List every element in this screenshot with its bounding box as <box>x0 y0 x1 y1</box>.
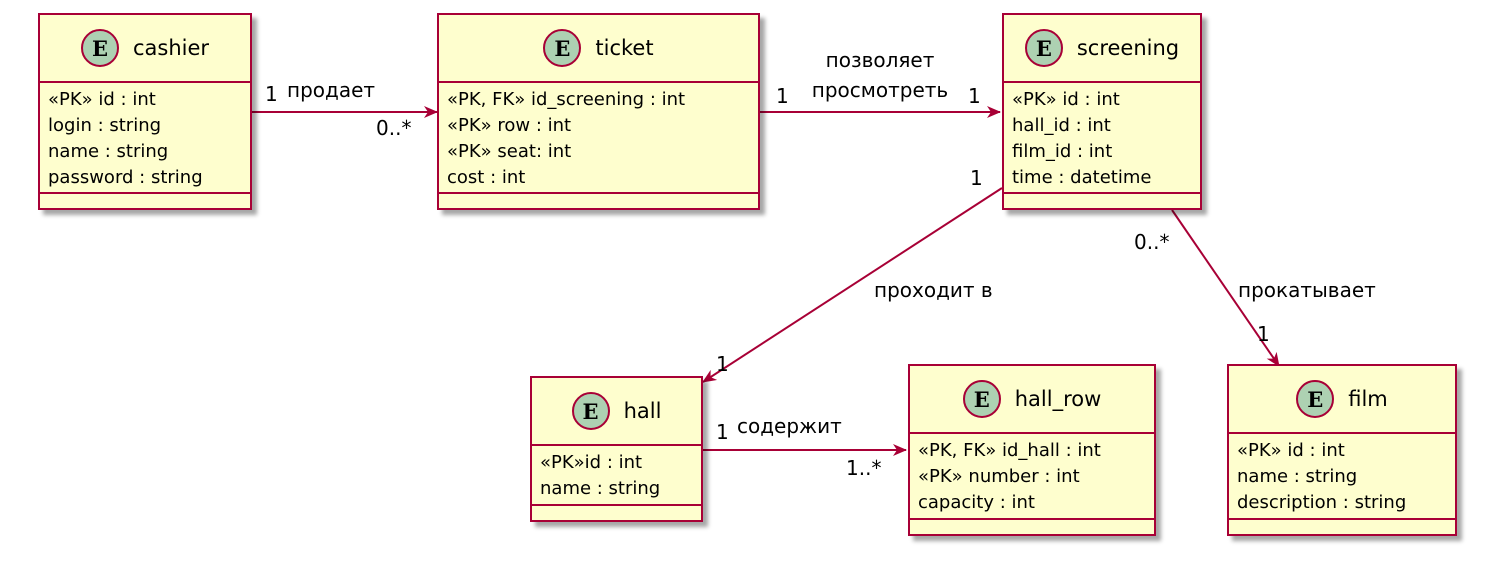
entity-field: «PK» id : int <box>1237 440 1345 461</box>
relation-multiplicity: 1 <box>716 352 729 376</box>
relation-label: просмотреть <box>811 78 949 102</box>
entity-header: E hall <box>532 378 701 446</box>
entity-hall-row[interactable]: E hall_row «PK, FK» id_hall : int «PK» n… <box>908 364 1156 536</box>
entity-field: «PK»id : int <box>540 452 643 473</box>
relation-label: 1 <box>265 82 278 106</box>
entity-header: E film <box>1229 366 1455 434</box>
entity-title: ticket <box>595 36 654 60</box>
relation-label: проходит в <box>874 278 993 302</box>
entity-screening[interactable]: E screening «PK» id : int hall_id : int … <box>1002 13 1202 210</box>
entity-fields: «PK» id : int login : string name : stri… <box>40 83 250 191</box>
entity-header: E screening <box>1004 15 1200 83</box>
entity-badge-icon: E <box>571 392 610 430</box>
relation-multiplicity: 0..* <box>376 116 412 140</box>
relation-multiplicity: 1 <box>970 166 983 190</box>
entity-header: E cashier <box>40 15 250 83</box>
entity-field: cost : int <box>447 167 526 188</box>
entity-badge-icon: E <box>962 380 1001 418</box>
entity-field: name : string <box>540 478 661 499</box>
relation-label: позволяет <box>825 48 935 72</box>
entity-badge-icon: E <box>80 29 119 67</box>
relation-multiplicity: 1..* <box>846 456 882 480</box>
entity-cashier[interactable]: E cashier «PK» id : int login : string n… <box>38 13 252 210</box>
entity-title: screening <box>1076 36 1180 60</box>
relation-multiplicity: 1 <box>776 84 789 108</box>
entity-film[interactable]: E film «PK» id : int name : string descr… <box>1227 364 1457 536</box>
entity-divider <box>1229 518 1455 520</box>
entity-title: hall <box>623 399 662 423</box>
entity-badge-icon: E <box>543 29 582 67</box>
entity-header: E hall_row <box>910 366 1154 434</box>
relation-multiplicity: 0..* <box>1134 230 1170 254</box>
entity-fields: «PK» id : int hall_id : int film_id : in… <box>1004 83 1200 191</box>
relation-label: содержит <box>737 414 842 438</box>
entity-field: hall_id : int <box>1012 115 1111 136</box>
entity-fields: «PK, FK» id_hall : int «PK» number : int… <box>910 434 1154 516</box>
entity-field: film_id : int <box>1012 141 1113 162</box>
entity-field: «PK, FK» id_screening : int <box>447 89 686 110</box>
entity-hall[interactable]: E hall «PK»id : int name : string <box>530 376 703 522</box>
entity-field: password : string <box>48 167 203 188</box>
screening-film-arrow <box>1171 209 1280 367</box>
entity-field: «PK» number : int <box>918 466 1080 487</box>
entity-field: name : string <box>1237 466 1358 487</box>
entity-field: «PK» row : int <box>447 115 572 136</box>
entity-divider <box>910 518 1154 520</box>
entity-fields: «PK, FK» id_screening : int «PK» row : i… <box>439 83 758 191</box>
entity-title: hall_row <box>1014 387 1102 411</box>
entity-title: cashier <box>132 36 210 60</box>
relation-label: продает <box>287 78 376 102</box>
entity-divider <box>40 192 250 194</box>
entity-title: film <box>1348 387 1388 411</box>
entity-field: name : string <box>48 141 169 162</box>
entity-field: login : string <box>48 115 162 136</box>
entity-divider <box>532 504 701 506</box>
entity-field: «PK» id : int <box>1012 89 1120 110</box>
entity-field: capacity : int <box>918 492 1035 513</box>
entity-field: time : datetime <box>1012 167 1152 188</box>
entity-ticket[interactable]: E ticket «PK, FK» id_screening : int «PK… <box>437 13 760 210</box>
entity-divider <box>439 192 758 194</box>
entity-field: «PK, FK» id_hall : int <box>918 440 1101 461</box>
entity-header: E ticket <box>439 15 758 83</box>
screening-hall-arrow <box>702 187 1003 383</box>
relation-multiplicity: 1 <box>1257 322 1270 346</box>
entity-fields: «PK»id : int name : string <box>532 446 701 502</box>
entity-field: description : string <box>1237 492 1407 513</box>
relation-label: прокатывает <box>1238 278 1376 302</box>
entity-badge-icon: E <box>1024 29 1063 67</box>
entity-field: «PK» id : int <box>48 89 156 110</box>
relation-multiplicity: 1 <box>968 84 981 108</box>
entity-badge-icon: E <box>1296 380 1335 418</box>
entity-divider <box>1004 192 1200 194</box>
entity-fields: «PK» id : int name : string description … <box>1229 434 1455 516</box>
relation-multiplicity: 1 <box>716 420 729 444</box>
entity-field: «PK» seat: int <box>447 141 572 162</box>
